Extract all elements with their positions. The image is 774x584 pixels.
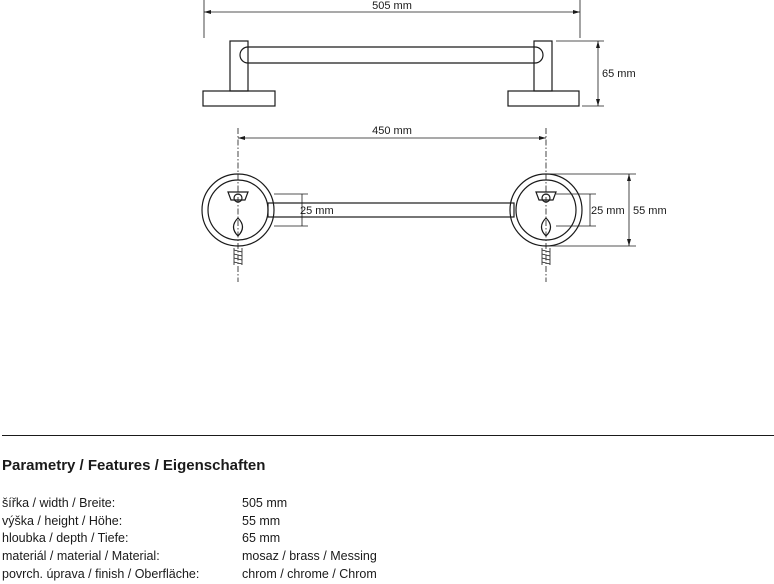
height-arrow-top	[596, 41, 600, 48]
spec-label: výška / height / Höhe:	[2, 513, 123, 528]
features-heading: Parametry / Features / Eigenschaften	[2, 457, 266, 474]
spec-value: chrom / chrome / Chrom	[242, 566, 377, 581]
left-wall-screw	[233, 248, 243, 265]
depth-dimension-label: 55 mm	[633, 205, 667, 217]
width-arrow-right	[573, 10, 580, 14]
towel-bar-side	[239, 46, 544, 64]
spec-label: hloubka / depth / Tiefe:	[2, 531, 129, 546]
spec-row-width: šířka / width / Breite: 505 mm	[2, 496, 772, 514]
spacing-arrow-right	[539, 136, 546, 140]
depth-arrow-top	[627, 174, 631, 181]
left-bracket-post	[229, 40, 249, 92]
depth-arrow-bottom	[627, 239, 631, 246]
left-rosette-inner	[207, 179, 269, 241]
height-arrow-bottom	[596, 99, 600, 106]
spec-row-finish: povrch. úprava / finish / Oberfläche: ch…	[2, 567, 772, 584]
spec-row-depth: hloubka / depth / Tiefe: 65 mm	[2, 531, 772, 549]
right-screw-head	[541, 193, 551, 203]
spec-row-height: výška / height / Höhe: 55 mm	[2, 514, 772, 532]
right-tube-dimension-label: 25 mm	[591, 205, 625, 217]
technical-drawing: 505 mm 65 mm 450 mm	[201, 0, 667, 282]
right-bracket-base	[507, 90, 580, 107]
right-wall-screw	[541, 248, 551, 265]
left-bracket-base	[202, 90, 276, 107]
spacing-dimension-label: 450 mm	[372, 125, 412, 137]
spec-table: šířka / width / Breite: 505 mm výška / h…	[2, 496, 772, 584]
spec-row-material: materiál / material / Material: mosaz / …	[2, 549, 772, 567]
spec-value: 55 mm	[242, 513, 281, 528]
right-bracket-post	[533, 40, 553, 92]
left-keyhole-slot	[227, 191, 249, 201]
left-tube-dimension-label: 25 mm	[300, 205, 334, 217]
spec-value: 65 mm	[242, 531, 281, 546]
spec-value: mosaz / brass / Messing	[242, 549, 377, 564]
left-rosette-outer	[201, 173, 275, 247]
spec-label: materiál / material / Material:	[2, 549, 160, 564]
side-view: 505 mm 65 mm	[202, 0, 636, 107]
right-keyhole-slot	[535, 191, 557, 201]
section-divider	[2, 435, 774, 436]
spec-label: povrch. úprava / finish / Oberfläche:	[2, 566, 200, 581]
left-lower-hole	[232, 217, 244, 237]
left-screw-head	[233, 193, 243, 203]
width-arrow-left	[204, 10, 211, 14]
width-dimension-label: 505 mm	[372, 0, 412, 12]
spec-label: šířka / width / Breite:	[2, 496, 116, 510]
spacing-arrow-left	[238, 136, 245, 140]
height-dimension-label: 65 mm	[602, 68, 636, 80]
spec-value: 505 mm	[242, 496, 288, 510]
front-view: 450 mm	[201, 125, 667, 282]
right-lower-hole	[540, 217, 552, 237]
right-rosette-inner	[515, 179, 577, 241]
